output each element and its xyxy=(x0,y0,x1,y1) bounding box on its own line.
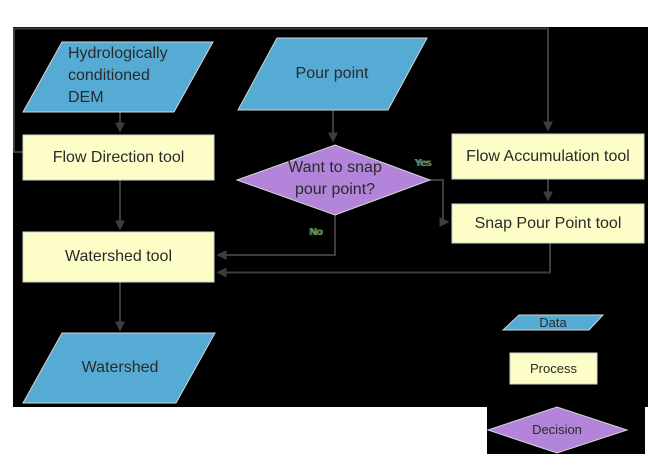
node-watershed-shape xyxy=(22,332,216,404)
node-snap-decision-label: Want to snap pour point? xyxy=(288,159,382,198)
edge-label-no: No xyxy=(309,227,323,238)
node-snap-pour-point-shape xyxy=(451,203,645,244)
edge-decision-no-to-watershed-tool xyxy=(216,215,336,260)
node-pour-point-label: Pour point xyxy=(295,65,369,82)
legend-data-shape xyxy=(501,314,605,331)
legend-decision-shape xyxy=(486,406,629,454)
node-snap-decision-shape xyxy=(235,144,432,216)
edge-decision-yes-to-snap xyxy=(430,179,450,227)
legend-process-shape xyxy=(509,352,598,385)
node-flow-direction-shape xyxy=(22,134,215,181)
legend-data-label: Data xyxy=(539,314,567,330)
node-flow-direction-label: Flow Direction tool xyxy=(52,148,185,166)
edge-label-yes: Yes xyxy=(414,158,432,169)
edge-snap-to-watershed-tool xyxy=(216,243,551,278)
node-watershed-label: Watershed xyxy=(81,359,159,376)
node-snap-pour-point-label: Snap Pour Point tool xyxy=(474,214,622,232)
node-watershed-tool-label: Watershed tool xyxy=(64,248,172,265)
node-flow-accumulation-shape xyxy=(451,133,645,180)
legend-decision-label: Decision xyxy=(532,422,582,437)
node-dem-label: Hydrologically conditioned DEM xyxy=(68,45,168,106)
legend-process-label: Process xyxy=(530,360,577,376)
node-flow-accumulation-label: Flow Accumulation tool xyxy=(466,147,630,165)
node-dem-shape xyxy=(22,41,214,113)
edge-flow-direction-to-flow-accumulation xyxy=(13,27,553,153)
node-watershed-tool-shape xyxy=(22,231,215,283)
node-pour-point-shape xyxy=(237,37,428,111)
